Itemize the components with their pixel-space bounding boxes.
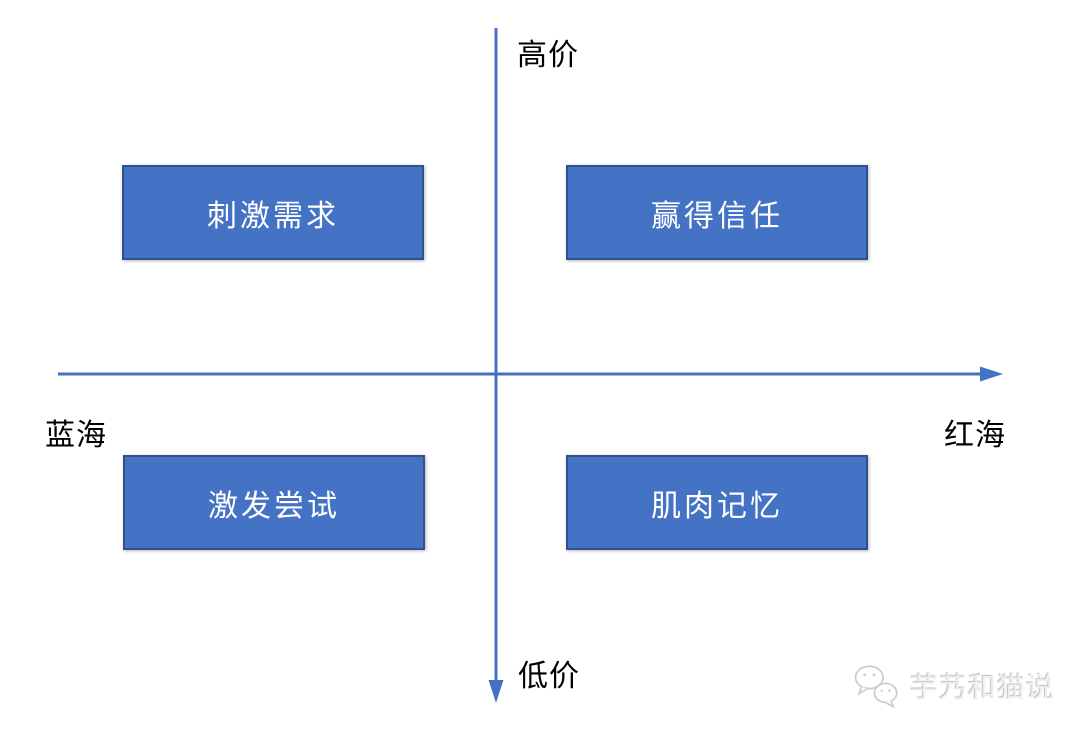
watermark-text: 芋艿和猫说 xyxy=(910,672,1056,703)
quadrant-label: 赢得信任 xyxy=(651,199,783,233)
quadrant-box-bottom-left: 激发尝试 xyxy=(123,455,425,550)
quadrant-box-top-right: 赢得信任 xyxy=(566,165,868,260)
axis-label-low-price: 低价 xyxy=(518,660,580,693)
watermark: 芋艿和猫说 xyxy=(851,662,1055,710)
axis-label-blue-ocean: 蓝海 xyxy=(45,419,107,452)
down-arrowhead-icon xyxy=(488,680,504,703)
right-arrowhead-icon xyxy=(980,366,1003,382)
quadrant-label: 刺激需求 xyxy=(207,199,339,233)
quadrant-box-top-left: 刺激需求 xyxy=(122,165,424,260)
quadrant-label: 肌肉记忆 xyxy=(651,489,783,523)
axis-label-high-price: 高价 xyxy=(517,39,579,72)
quadrant-box-bottom-right: 肌肉记忆 xyxy=(566,455,868,550)
axis-label-red-ocean: 红海 xyxy=(944,419,1006,452)
wechat-icon xyxy=(854,665,898,709)
quadrant-label: 激发尝试 xyxy=(208,489,340,523)
